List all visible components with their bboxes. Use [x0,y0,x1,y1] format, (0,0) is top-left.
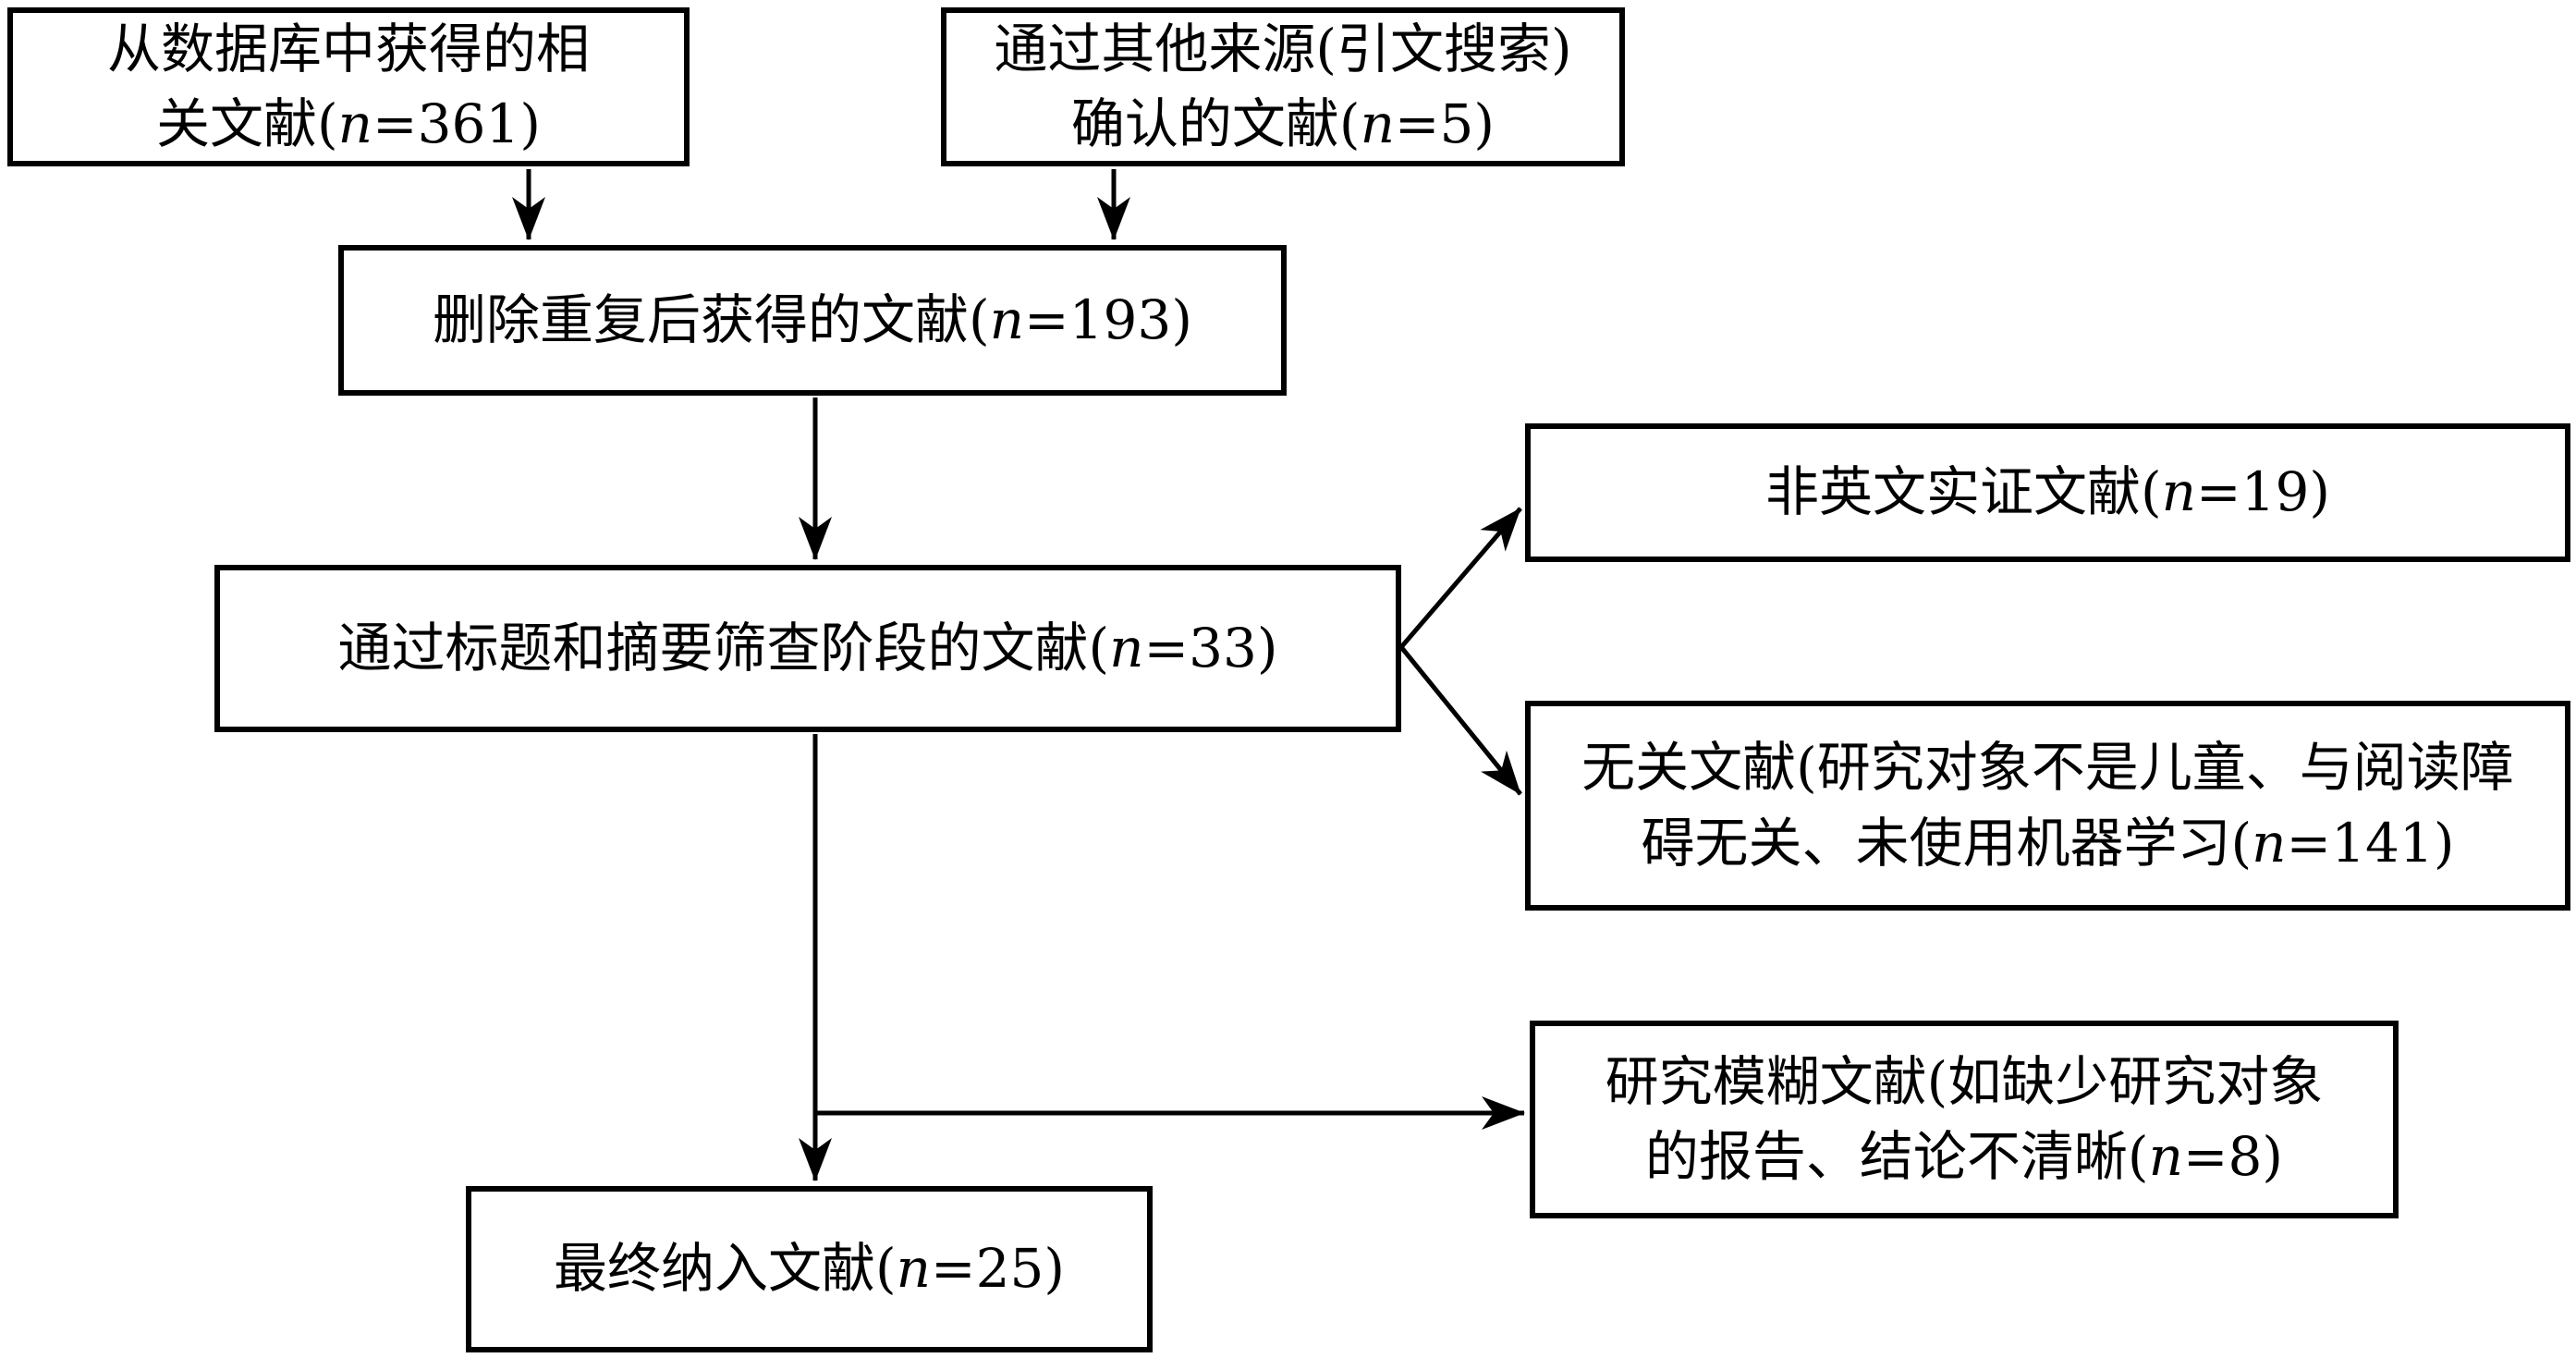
box-text-line: 最终纳入文献(n=25) [553,1237,1066,1301]
box-text-line: 研究模糊文献(如缺少研究对象 [1605,1049,2324,1113]
n-variable: n [337,92,373,155]
box-excluded-irrelevant: 无关文献(研究对象不是儿童、与阅读障 碍无关、未使用机器学习(n=141) [1525,701,2570,911]
arrow-screen-to-irrelevant [1399,645,1522,796]
n-variable: n [1109,616,1144,679]
box-other-sources: 通过其他来源(引文搜索) 确认的文献(n=5) [941,7,1625,166]
n-variable: n [2161,460,2196,524]
box-text-line: 删除重复后获得的文献(n=193) [433,288,1192,351]
box-excluded-ambiguous: 研究模糊文献(如缺少研究对象 的报告、结论不清晰(n=8) [1530,1021,2399,1218]
n-variable: n [1360,92,1395,155]
box-text-line: 非英文实证文献(n=19) [1764,460,2331,524]
n-variable: n [989,288,1025,351]
arrow-screen-to-non-english [1399,507,1522,649]
box-text-line: 碍无关、未使用机器学习(n=141) [1641,811,2455,875]
box-text-line: 通过其他来源(引文搜索) [994,17,1572,80]
box-text-line: 从数据库中获得的相 [106,17,590,80]
box-text-line: 通过标题和摘要筛查阶段的文献(n=33) [337,616,1278,679]
box-text-line: 确认的文献(n=5) [1070,92,1496,155]
n-variable: n [896,1237,931,1301]
box-database-records: 从数据库中获得的相 关文献(n=361) [7,7,690,166]
box-text-line: 的报告、结论不清晰(n=8) [1644,1125,2284,1188]
box-text-line: 关文献(n=361) [156,92,541,155]
box-text-line: 无关文献(研究对象不是儿童、与阅读障 [1581,736,2514,800]
n-variable: n [2252,811,2287,875]
box-final-included: 最终纳入文献(n=25) [466,1186,1153,1352]
box-title-abstract-screening: 通过标题和摘要筛查阶段的文献(n=33) [214,565,1401,732]
n-variable: n [2148,1125,2183,1188]
box-after-deduplication: 删除重复后获得的文献(n=193) [338,245,1287,396]
box-excluded-non-english: 非英文实证文献(n=19) [1525,423,2570,562]
